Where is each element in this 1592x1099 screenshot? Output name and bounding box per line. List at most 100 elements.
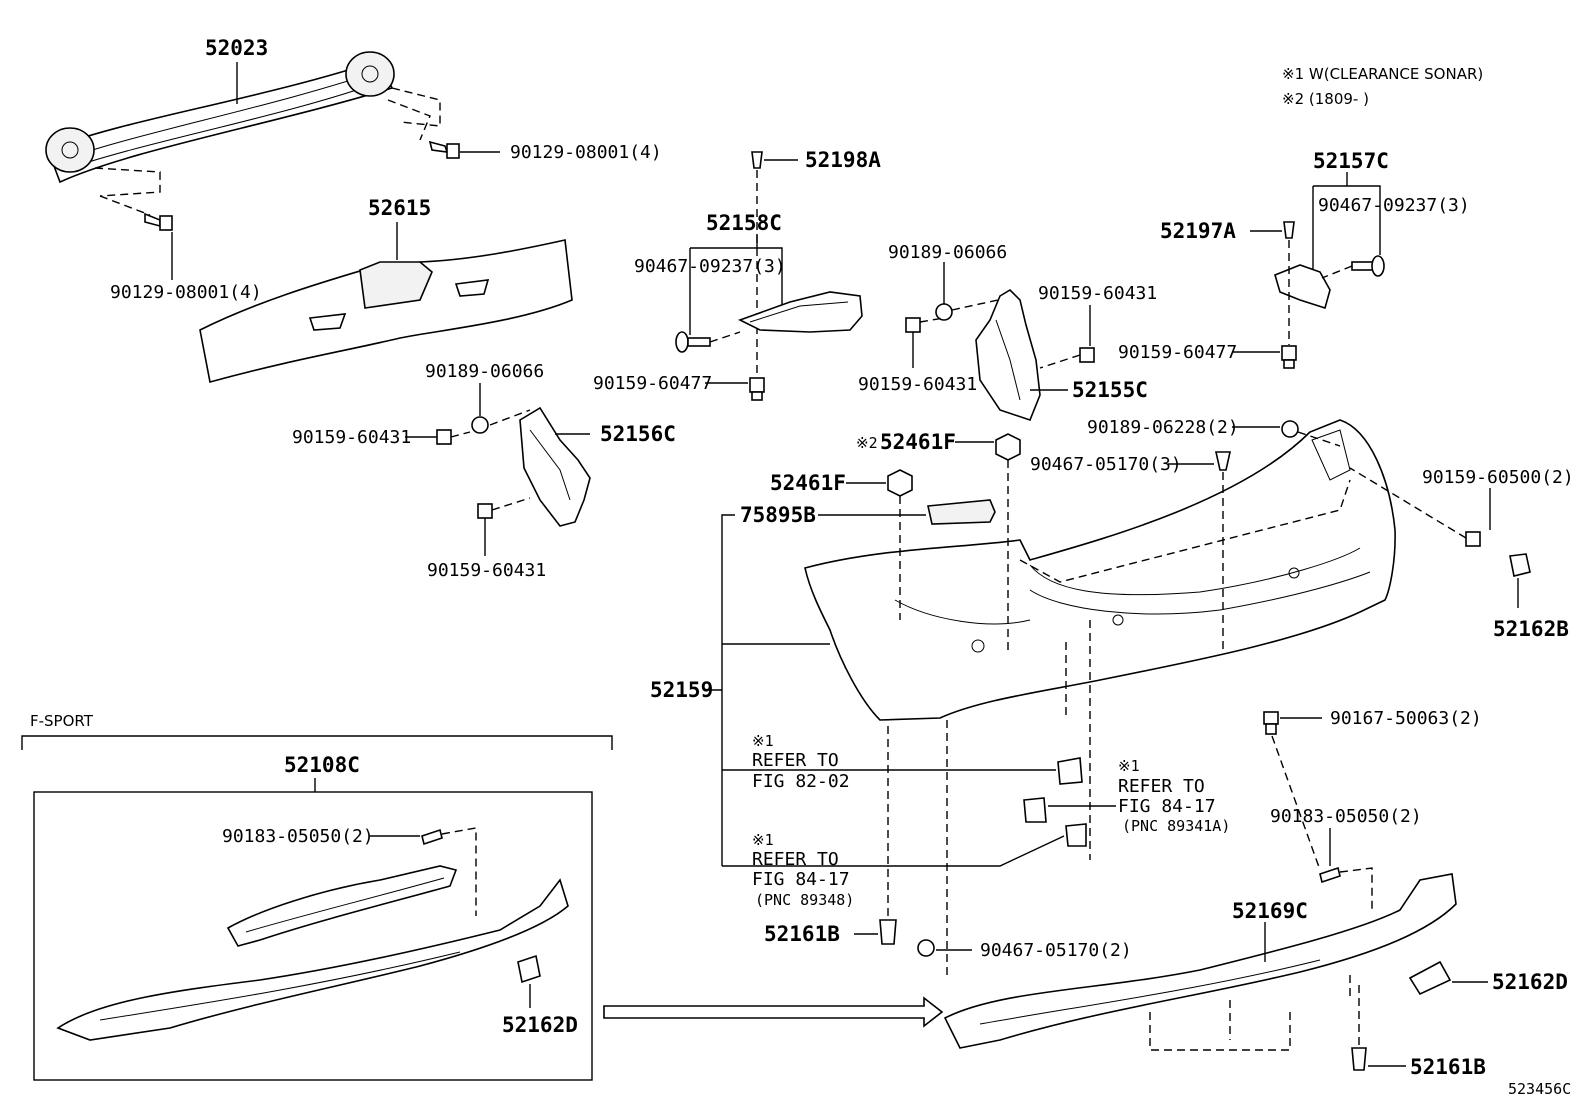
label-52169C: 52169C: [1232, 899, 1308, 923]
dash-90167-50063: [1271, 735, 1321, 871]
label-90183-05050-right: 90183-05050(2): [1270, 806, 1422, 827]
clip-52161B-lower: [1351, 1047, 1367, 1071]
figure-code: 523456C: [1508, 1080, 1571, 1098]
sensor-bracket-b: [1023, 797, 1047, 823]
dash-90189-center: [951, 299, 999, 311]
dash-90159-left: [450, 431, 471, 438]
bolt-90159-60477-left: [749, 377, 765, 401]
label-52162D-left: 52162D: [502, 1013, 578, 1037]
label-90189-06228: 90189-06228(2): [1087, 417, 1239, 438]
bracket-line-52157C: [1313, 185, 1381, 255]
ref2-line1: REFER TO: [752, 849, 839, 870]
side-retainer-52155C: [975, 288, 1041, 421]
label-52461F: 52461F: [770, 471, 846, 495]
ref1-mark: ※1: [752, 732, 774, 750]
bracket-52157C: [1274, 264, 1331, 310]
bolt-90159-60431-center: [905, 317, 921, 333]
dash-90159-right: [1039, 354, 1081, 369]
label-90467-09237-right: 90467-09237(3): [1318, 195, 1470, 216]
label-90159-60431-right: 90159-60431: [1038, 283, 1157, 304]
rear-bumper-cover-52159: [804, 419, 1396, 721]
label-90159-60477-right: 90159-60477: [1118, 342, 1237, 363]
note-date-range: ※2 (1809- ): [1282, 90, 1369, 108]
label-52159: 52159: [650, 678, 713, 702]
label-90183-05050-left: 90183-05050(2): [222, 826, 374, 847]
bracket-52158C: [737, 291, 863, 333]
nut-90189-06228: [1281, 420, 1299, 438]
label-90467-05170-2: 90467-05170(2): [980, 940, 1132, 961]
bolt-90159-60431-right: [1079, 347, 1095, 363]
label-52162D-right: 52162D: [1492, 970, 1568, 994]
bracket-52198A-pin: [751, 151, 763, 169]
pin-52197A: [1283, 221, 1295, 239]
leader-ref-84-17-left: [722, 835, 1065, 867]
label-52161B-upper: 52161B: [764, 922, 840, 946]
pad-52461F-2: [995, 433, 1021, 461]
label-90467-09237-left: 90467-09237(3): [634, 256, 786, 277]
label-90159-60500: 90159-60500(2): [1422, 467, 1574, 488]
bolt-90129-upper: [428, 140, 460, 159]
nut-90189-06066-left: [471, 416, 489, 434]
clip-90183-05050-right: [1319, 866, 1341, 884]
label-52197A: 52197A: [1160, 219, 1236, 243]
dash-90129-lower: [99, 195, 151, 216]
ref3-line3: (PNC 89341A): [1122, 817, 1230, 835]
dash-90159-60500: [1349, 467, 1467, 539]
label-90159-60431-left: 90159-60431: [292, 427, 411, 448]
fsport-bracket: [21, 735, 613, 750]
label-52023: 52023: [205, 36, 268, 60]
label-75895B: 75895B: [740, 503, 816, 527]
cap-52162B: [1509, 553, 1531, 577]
screw-90467-09237-right: [1351, 255, 1385, 277]
reflector-75895B: [927, 499, 996, 525]
label-90129-08001-lower: 90129-08001(4): [110, 282, 262, 303]
reinforcement-bar: [45, 51, 441, 197]
dash-90467-right: [1321, 265, 1353, 279]
left-retainer-52156C: [519, 406, 591, 527]
bracket-line-52158C: [690, 247, 783, 305]
screw-90467-09237-left: [675, 331, 711, 353]
label-52155C: 52155C: [1072, 378, 1148, 402]
dash-90189-06228: [1297, 431, 1341, 447]
ref3-line2: FIG 84-17: [1118, 796, 1216, 817]
dash-90183-right: [1339, 867, 1373, 910]
label-52158C: 52158C: [706, 211, 782, 235]
note-clearance-sonar: ※1 W(CLEARANCE SONAR): [1282, 65, 1483, 83]
label-52198A: 52198A: [805, 148, 881, 172]
label-90159-60431-bottom: 90159-60431: [427, 560, 546, 581]
fsport-diffuser-insert: [226, 865, 458, 947]
bolt-90159-60431-left: [436, 429, 452, 445]
ref2-line3: (PNC 89348): [755, 891, 854, 909]
dash-90467-left: [709, 331, 741, 343]
fsport-cap-52162D: [517, 954, 541, 984]
label-52461F-2: 52461F: [880, 430, 956, 454]
pad-52461F: [887, 469, 913, 497]
ref1-line2: FIG 82-02: [752, 771, 850, 792]
label-52161B-lower: 52161B: [1410, 1055, 1486, 1079]
dash-90159-center: [919, 317, 945, 323]
fsport-clip-90183: [421, 828, 443, 846]
bolt-90159-60477-right: [1281, 345, 1297, 369]
label-90189-06066-left: 90189-06066: [425, 361, 544, 382]
ref3-line1: REFER TO: [1118, 776, 1205, 797]
clip-52161B-upper: [879, 919, 897, 945]
label-90189-06066-center: 90189-06066: [888, 242, 1007, 263]
dash-90189-left: [489, 409, 531, 426]
label-52461F-2-mark: ※2: [856, 434, 878, 452]
screw-90167-50063: [1263, 711, 1279, 735]
label-90467-05170-3: 90467-05170(3): [1030, 454, 1182, 475]
dash-90183-left: [441, 827, 477, 916]
dash-sensor: [1065, 620, 1091, 860]
lower-diffuser-52169C: [943, 873, 1457, 1051]
ref3-mark: ※1: [1118, 757, 1140, 775]
label-52157C: 52157C: [1313, 149, 1389, 173]
cap-52162D-right: [1408, 960, 1452, 996]
label-52156C: 52156C: [600, 422, 676, 446]
energy-absorber: [199, 239, 573, 384]
fsport-lower-diffuser: [56, 878, 569, 1041]
label-52108C: 52108C: [284, 753, 360, 777]
bolt-90159-60500: [1465, 531, 1481, 547]
ref2-mark: ※1: [752, 831, 774, 849]
label-90129-08001-upper: 90129-08001(4): [510, 142, 662, 163]
